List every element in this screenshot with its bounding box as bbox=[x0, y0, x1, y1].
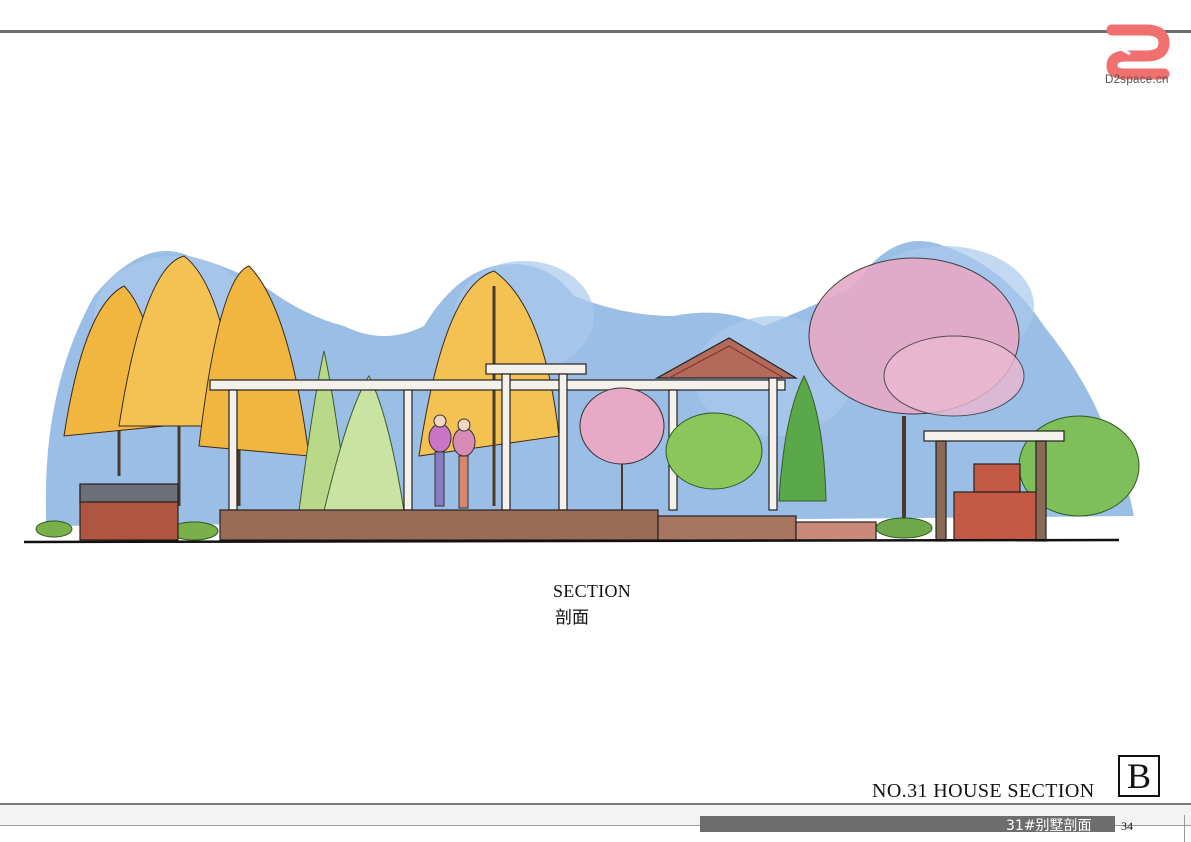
side-rule bbox=[1184, 815, 1185, 842]
sheet-cn-title: 31#别墅剖面 bbox=[1006, 818, 1092, 834]
people bbox=[428, 414, 476, 509]
walls bbox=[79, 463, 1041, 541]
section-caption-cn: 剖面 bbox=[555, 608, 589, 628]
section-illustration bbox=[24, 241, 1140, 544]
page-number: 34 bbox=[1121, 819, 1133, 833]
d2space-logo-icon bbox=[1106, 24, 1170, 80]
sheet-letter: B bbox=[1126, 756, 1151, 796]
cypress-shrubs bbox=[298, 350, 827, 512]
sheet-letter-box bbox=[1118, 755, 1160, 797]
section-caption: SECTION bbox=[553, 581, 632, 601]
logo-text: D2space.cn bbox=[1105, 74, 1169, 86]
top-rule bbox=[0, 30, 1191, 33]
sheet-title: NO.31 HOUSE SECTION bbox=[872, 780, 1095, 802]
gazebo-roof bbox=[654, 337, 799, 379]
ground-line bbox=[24, 538, 1120, 544]
title-bar bbox=[700, 816, 1115, 832]
blossom-trees bbox=[579, 257, 1025, 526]
